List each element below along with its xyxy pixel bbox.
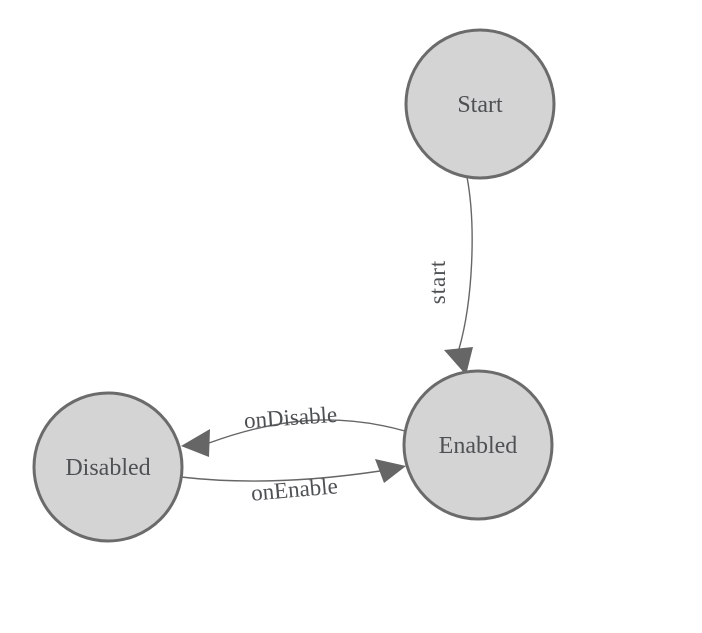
state-circle-disabled [32,391,184,543]
edge-line-ondisable [208,419,406,444]
arrowhead-icon [375,459,406,483]
arrowhead-icon [181,429,210,457]
arrowhead-icon [444,347,473,375]
transition-enabled-to-disabled: onDisable [181,402,406,457]
edge-label-start: start [425,260,450,305]
state-label-enabled: Enabled [439,433,518,459]
state-node-disabled: Disabled [32,391,184,543]
edge-label-ondisable: onDisable [243,402,338,433]
state-label-start: Start [457,92,503,118]
transition-start-to-enabled: start [425,176,473,375]
state-label-disabled: Disabled [65,455,150,481]
state-node-start: Start [404,28,556,180]
edge-line-start [458,176,473,350]
transition-disabled-to-enabled: onEnable [180,459,406,506]
state-circle-start [404,28,556,180]
edge-line-onenable [180,470,381,482]
edge-label-onenable: onEnable [250,473,339,505]
state-circle-enabled [402,369,554,521]
state-node-enabled: Enabled [402,369,554,521]
